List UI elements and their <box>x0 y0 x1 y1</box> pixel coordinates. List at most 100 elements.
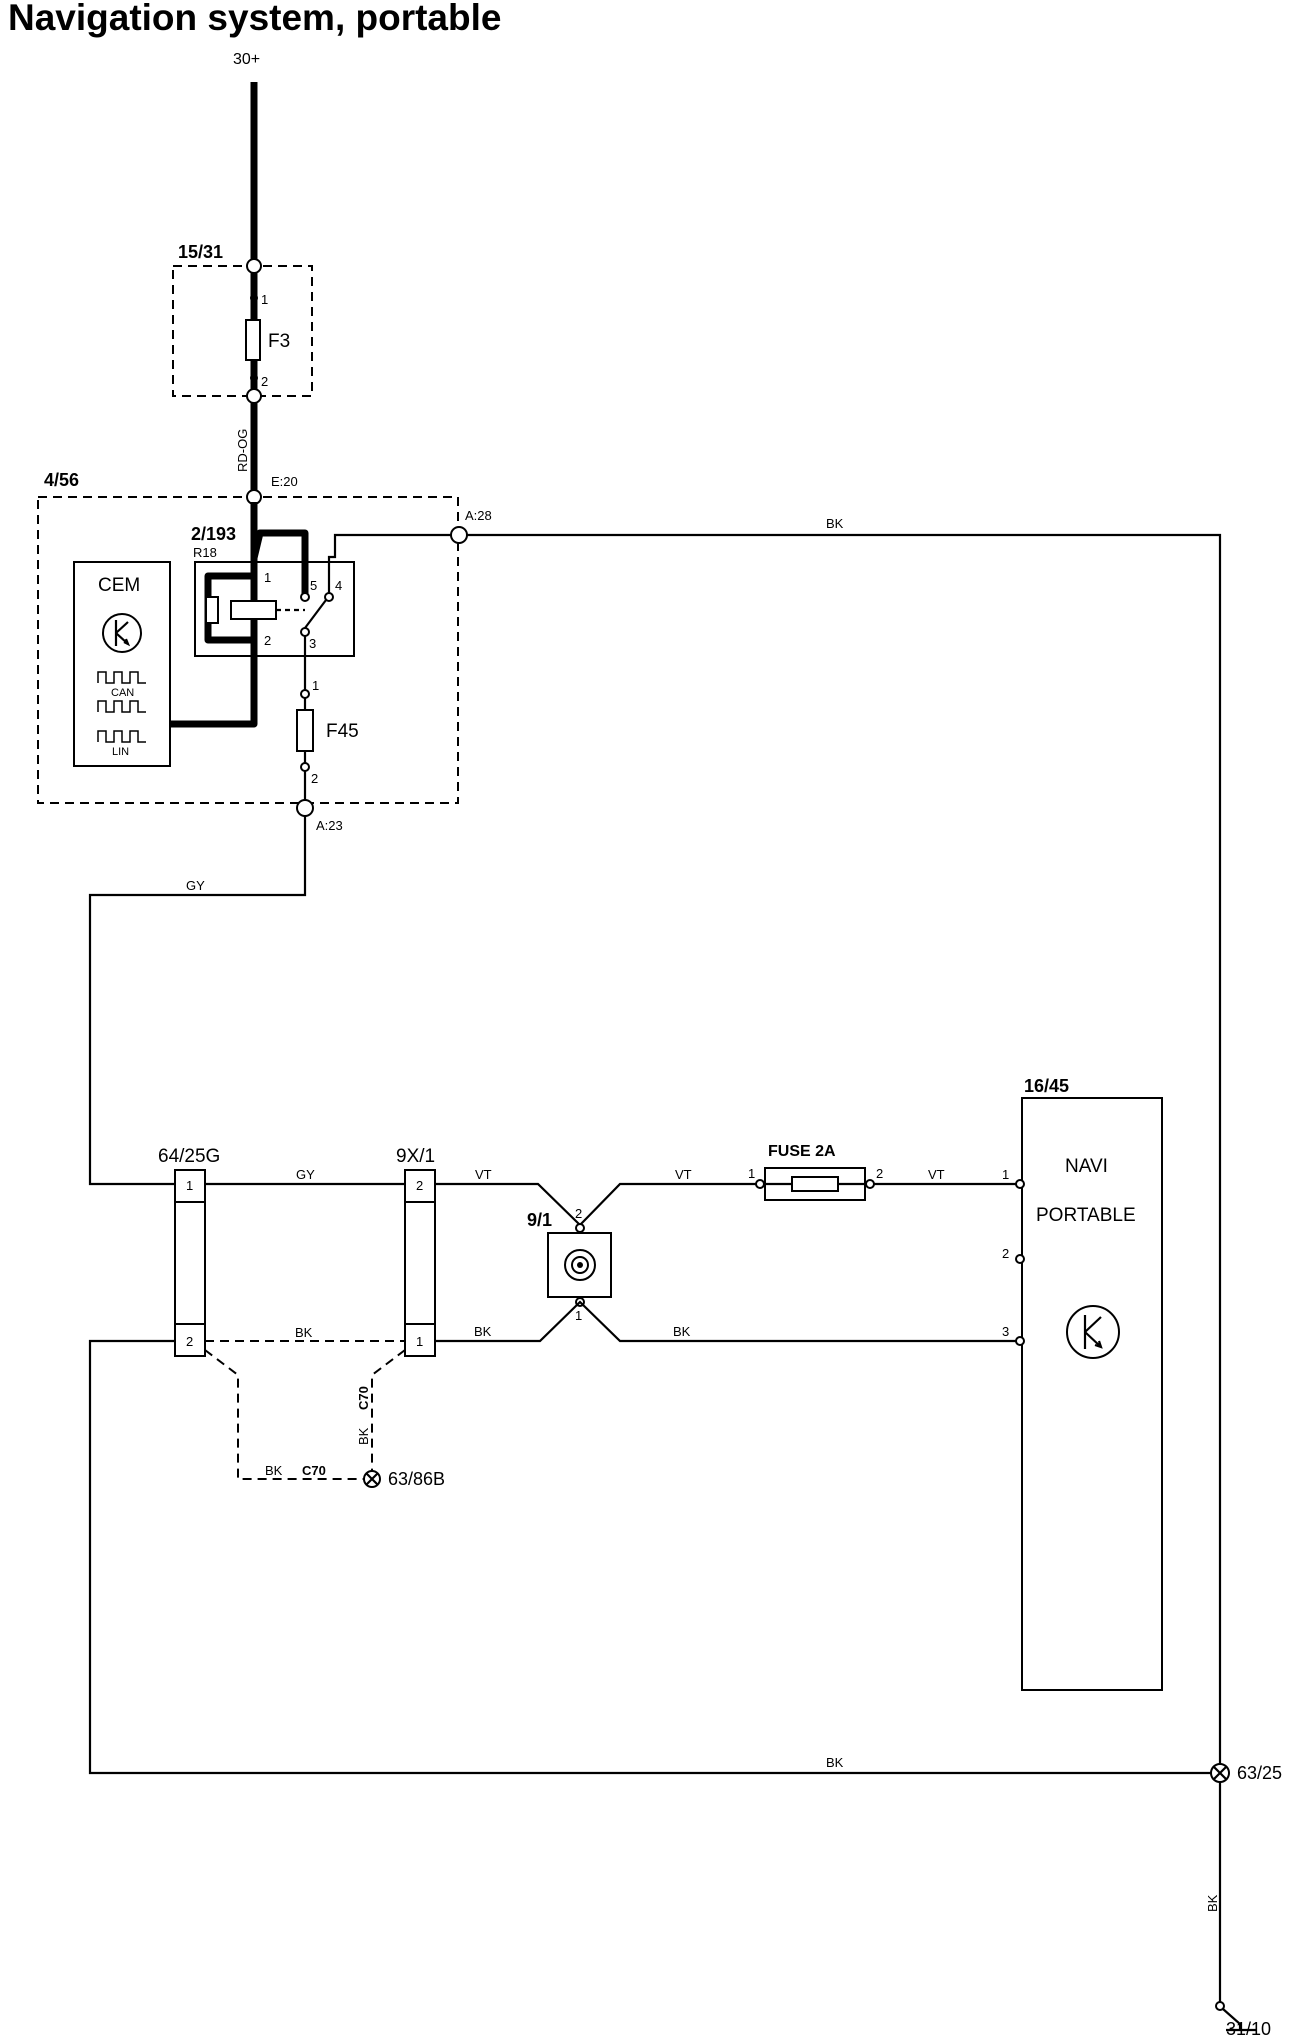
cem-transistor-icon <box>102 613 142 653</box>
fuse-box-outline <box>172 265 313 397</box>
ground-63-25-cross <box>1212 1765 1228 1781</box>
wire-color-vt-1: VT <box>475 1167 492 1182</box>
connector-64-25g-id: 64/25G <box>158 1146 220 1167</box>
navi-portable-unit <box>1021 1097 1163 1691</box>
relay-pin3-contact <box>300 627 310 637</box>
wire-color-gy-top: GY <box>186 878 205 893</box>
bk-wire-bottom-loop <box>88 1339 1212 1775</box>
relay-switch-arm <box>304 599 327 629</box>
ground-31-10-label: 31/10 <box>1226 2019 1271 2039</box>
f45-pin2-label: 2 <box>311 771 318 786</box>
bk-wire-a28-to-ground <box>327 533 1222 1773</box>
connector-64-25g-pin1: 1 <box>186 1178 193 1193</box>
dashed-ground-wire-c2 <box>371 1349 406 1471</box>
conn-e20-label: E:20 <box>271 474 298 489</box>
page-title: Navigation system, portable <box>8 0 501 38</box>
connector-9x1-pin1: 1 <box>416 1334 423 1349</box>
f45-pin2-contact <box>300 762 310 772</box>
ground-31-10-contact <box>1215 2001 1225 2011</box>
f3-label: F3 <box>268 331 290 352</box>
inline-fuse-pin2-label: 2 <box>876 1166 883 1181</box>
relay-ref: R18 <box>193 545 217 560</box>
can-label: CAN <box>111 687 134 699</box>
navi-transistor-icon <box>1066 1305 1120 1359</box>
wire-color-bk-c70: BK <box>265 1463 283 1478</box>
supply-label: 30+ <box>233 51 260 68</box>
lin-wave-icon <box>97 730 146 743</box>
can-wave-icon-2 <box>97 700 146 713</box>
can-wave-icon-1 <box>97 671 146 684</box>
inline-fuse-label: FUSE 2A <box>768 1143 836 1160</box>
fuse-box-node-top <box>246 258 262 274</box>
inline-fuse-element <box>791 1176 839 1192</box>
relay-pin-2: 2 <box>264 633 271 648</box>
inline-fuse-pin2-contact <box>865 1179 875 1189</box>
fuse-box-id: 15/31 <box>178 242 223 262</box>
relay-id: 2/193 <box>191 524 236 544</box>
wire-color-vt-2: VT <box>675 1167 692 1182</box>
f3-pin2-dot <box>250 374 258 382</box>
wire-color-bk-bottom: BK <box>826 1755 844 1770</box>
wire-color-bk-navi: BK <box>673 1324 691 1339</box>
fuse-box-node-bottom <box>246 388 262 404</box>
connector-9x1-pin2-box <box>404 1169 436 1203</box>
wire-color-bk-c2: BK <box>474 1324 492 1339</box>
wire-color-gy-mid: GY <box>296 1167 315 1182</box>
navi-pin-1: 1 <box>1002 1167 1009 1182</box>
navi-id: 16/45 <box>1024 1076 1069 1096</box>
ground-63-86b-label: 63/86B <box>388 1469 445 1489</box>
wire-color-vt-3: VT <box>928 1167 945 1182</box>
relay-pin-4: 4 <box>335 578 342 593</box>
relay-coil <box>230 600 277 620</box>
navi-pin3-contact <box>1015 1336 1025 1346</box>
gy-wire-a23 <box>88 816 307 1186</box>
harness-c70-label: C70 <box>302 1463 326 1478</box>
ground-63-25-label: 63/25 <box>1237 1763 1282 1783</box>
antenna-id: 9/1 <box>527 1210 552 1230</box>
f45-pin1-contact <box>300 689 310 699</box>
connector-9x1-body <box>404 1201 436 1325</box>
relay-pin-5: 5 <box>310 578 317 593</box>
lin-label: LIN <box>112 746 129 758</box>
f45-pin1-label: 1 <box>312 678 319 693</box>
vt-wire-left <box>435 1182 581 1226</box>
navi-line2: PORTABLE <box>1036 1205 1136 1226</box>
conn-a28-label: A:28 <box>465 508 492 523</box>
relay-pin4-contact <box>324 592 334 602</box>
harness-c70-vert-label: C70 <box>356 1386 371 1410</box>
navi-transistor-symbol <box>1083 1315 1103 1349</box>
wire-color-rd-og: RD-OG <box>235 429 250 472</box>
navi-pin1-contact <box>1015 1179 1025 1189</box>
antenna-pin1-label: 1 <box>575 1308 582 1323</box>
ground-63-86b-cross <box>365 1472 379 1486</box>
conn-a28-node <box>450 526 468 544</box>
inline-fuse-pin1-label: 1 <box>748 1166 755 1181</box>
f45-fuse <box>296 709 314 752</box>
conn-a23-label: A:23 <box>316 818 343 833</box>
antenna-pin2-label: 2 <box>575 1206 582 1221</box>
connector-64-25g-pin2: 2 <box>186 1334 193 1349</box>
antenna-pin2-contact <box>575 1223 585 1233</box>
f3-pin1-label: 1 <box>261 292 268 307</box>
f3-pin1-dot <box>250 294 258 302</box>
navi-pin-3: 3 <box>1002 1324 1009 1339</box>
wire-color-bk-vert: BK <box>356 1427 371 1445</box>
bk-wire-antenna-to-navi <box>435 1300 1016 1343</box>
connector-9x1-id: 9X/1 <box>396 1146 435 1167</box>
cem-transistor-symbol <box>114 620 131 647</box>
conn-a23-node <box>296 799 314 817</box>
dashed-ground-wire-c1 <box>204 1349 364 1480</box>
antenna-icon-core <box>577 1262 583 1268</box>
wire-color-bk-mid: BK <box>295 1325 313 1340</box>
vt-wire-to-fuse <box>579 1182 760 1226</box>
inline-fuse-pin1-contact <box>755 1179 765 1189</box>
connector-64-25g-pin1-box <box>174 1169 206 1203</box>
relay-supply-wire <box>250 502 309 595</box>
conn-e20-node <box>246 489 262 505</box>
relay-pin5-contact <box>300 592 310 602</box>
f3-pin2-label: 2 <box>261 374 268 389</box>
relay-resistor <box>205 596 219 624</box>
navi-pin2-contact <box>1015 1254 1025 1264</box>
f3-fuse <box>245 319 261 361</box>
